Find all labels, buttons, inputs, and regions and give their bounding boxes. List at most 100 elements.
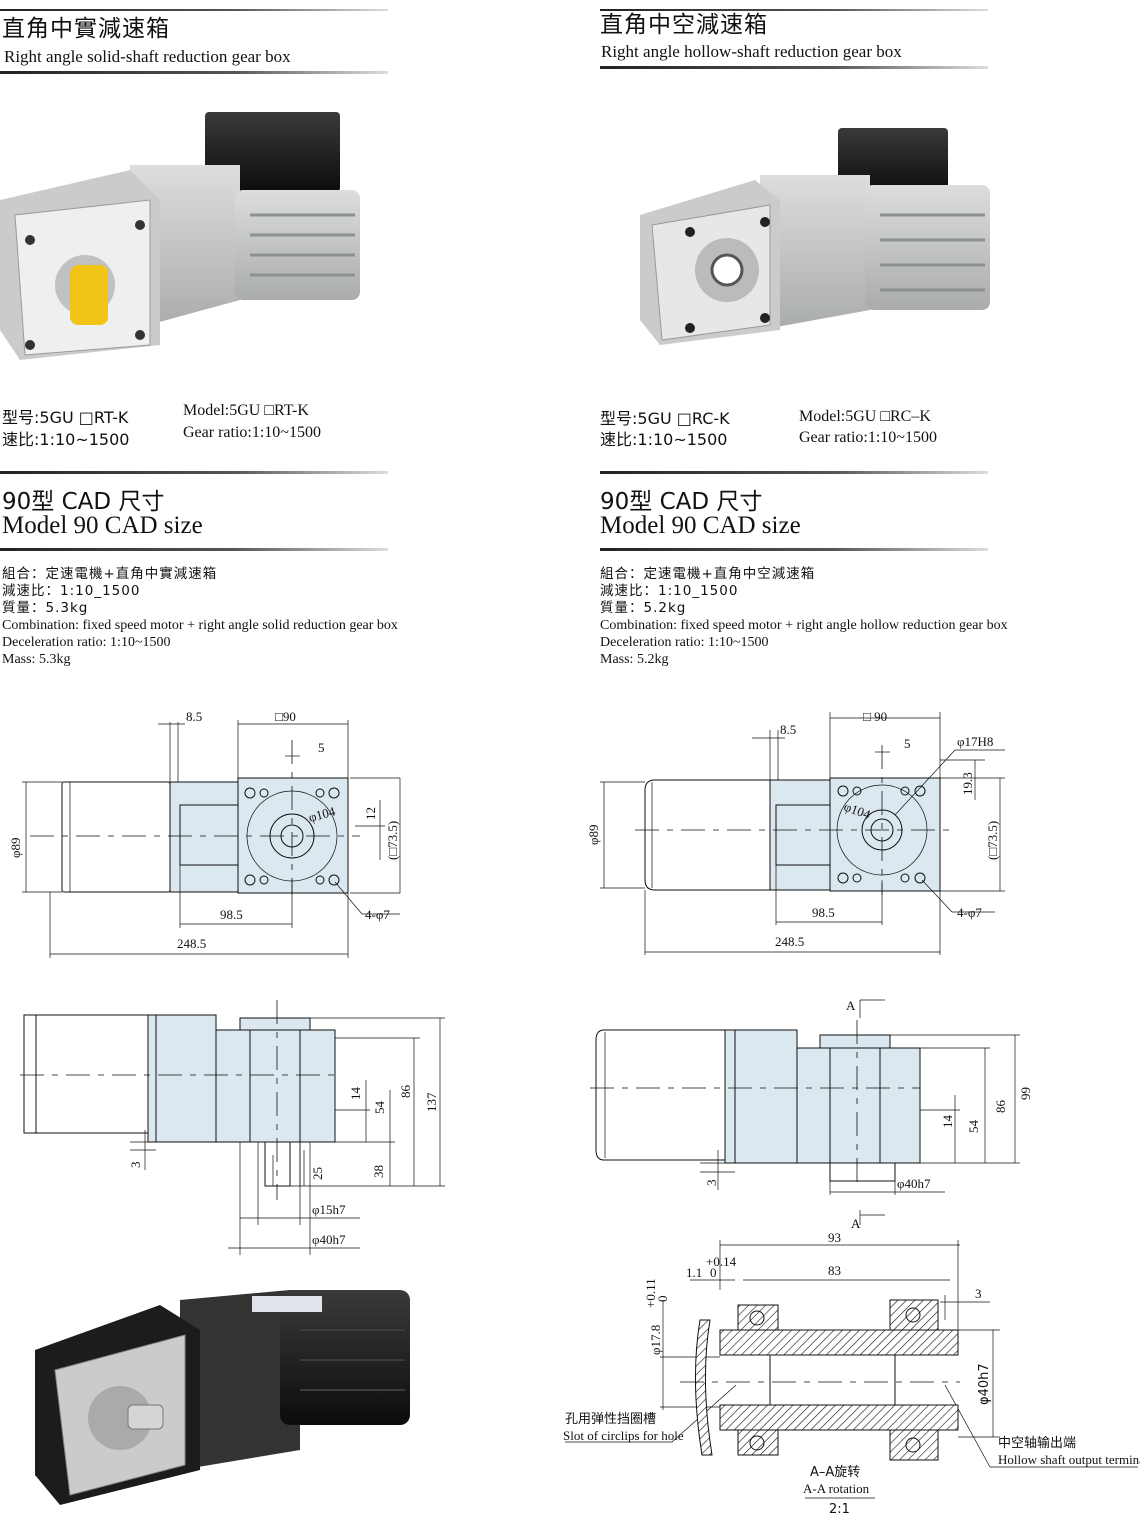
dim-label: 14 bbox=[940, 1115, 955, 1129]
dim-label: 99 bbox=[1018, 1087, 1033, 1100]
left-specs: 組合：定速電機+直角中實減速箱 減速比：1:10_1500 質量：5.3kg C… bbox=[2, 566, 398, 668]
header-rule-bottom-left bbox=[0, 71, 388, 74]
left-ratio-en: Gear ratio:1:10~1500 bbox=[183, 424, 321, 441]
dim-label: 5 bbox=[318, 740, 325, 755]
right-side-view-drawing: A A 14 54 86 99 3 φ40h7 bbox=[590, 998, 1033, 1231]
spec-mass-en: Mass: 5.3kg bbox=[2, 652, 71, 667]
dim-label: φ15h7 bbox=[312, 1202, 346, 1217]
right-model-en: Model:5GU □RC–K bbox=[799, 408, 931, 425]
dim-label: 8.5 bbox=[780, 722, 796, 737]
section-marker-label: A bbox=[851, 1216, 861, 1231]
right-title-en: Right angle hollow-shaft reduction gear … bbox=[601, 42, 902, 61]
dim-label: φ40h7 bbox=[977, 1363, 992, 1405]
header-rule-top-left bbox=[0, 9, 388, 11]
dim-label: 25 bbox=[310, 1167, 325, 1180]
right-specs: 組合：定速電機+直角中空減速箱 減速比：1:10_1500 質量：5.2kg C… bbox=[600, 566, 1008, 668]
spec-mass-cn: 質量：5.3kg bbox=[2, 600, 89, 616]
dim-label: 5 bbox=[904, 736, 911, 751]
right-cad-title-en: Model 90 CAD size bbox=[600, 512, 801, 539]
left-side-view-drawing: 14 54 86 137 3 25 38 φ15h7 φ40h7 bbox=[20, 1000, 445, 1255]
output-label-en: Hollow shaft output terminal bbox=[998, 1452, 1140, 1467]
right-cad-title-cn: 90型 CAD 尺寸 bbox=[600, 489, 763, 515]
dim-label: 137 bbox=[424, 1092, 439, 1112]
spec-ratio-en: Deceleration ratio: 1:10~1500 bbox=[2, 635, 171, 650]
left-front-view-drawing: 8.5 □90 5 φ104 12 (□73.5) φ89 98.5 248.5… bbox=[8, 709, 401, 958]
dim-tolerance: 0 bbox=[710, 1265, 717, 1280]
dim-label: 248.5 bbox=[775, 934, 804, 949]
left-title-en: Right angle solid-shaft reduction gear b… bbox=[4, 47, 291, 66]
dim-label: φ104 bbox=[307, 803, 337, 825]
dim-label: 54 bbox=[966, 1120, 981, 1134]
spec-combination-cn: 組合：定速電機+直角中實減速箱 bbox=[2, 566, 218, 582]
spec-combination-cn: 組合：定速電機+直角中空減速箱 bbox=[600, 566, 816, 582]
section-marker-label: A bbox=[846, 998, 856, 1013]
dim-label: 3 bbox=[704, 1180, 719, 1187]
section-caption-en: A-A rotation bbox=[803, 1481, 870, 1496]
dim-label: 93 bbox=[828, 1230, 841, 1245]
dim-tolerance: +0.11 bbox=[643, 1278, 658, 1308]
dim-label: 4-φ7 bbox=[365, 907, 390, 922]
right-title-cn: 直角中空減速箱 bbox=[600, 12, 768, 38]
spec-ratio-cn: 減速比：1:10_1500 bbox=[2, 583, 141, 599]
spec-mass-cn: 質量：5.2kg bbox=[600, 600, 687, 616]
spec-combination-en: Combination: fixed speed motor + right a… bbox=[2, 618, 398, 633]
dim-label: 38 bbox=[371, 1165, 386, 1178]
dim-label: φ17.8 bbox=[648, 1325, 663, 1355]
dim-label: φ89 bbox=[586, 824, 601, 845]
dim-label: □ 90 bbox=[863, 709, 887, 724]
slot-label-cn: 孔用弹性挡圈槽 bbox=[565, 1412, 656, 1427]
header-rule-bottom-right bbox=[600, 66, 988, 69]
dim-label: 54 bbox=[372, 1101, 387, 1115]
header-rule-top-right bbox=[600, 9, 988, 11]
slot-label-en: Slot of circlips for hole bbox=[563, 1428, 684, 1443]
dim-label: 3 bbox=[128, 1162, 143, 1169]
dim-label: 4-φ7 bbox=[957, 905, 982, 920]
dim-label: 248.5 bbox=[177, 936, 206, 951]
dim-label: 98.5 bbox=[220, 907, 243, 922]
section-scale: 2:1 bbox=[829, 1502, 850, 1515]
product-photo-solid-shaft bbox=[0, 112, 360, 360]
right-ratio-cn: 速比:1:10~1500 bbox=[600, 430, 728, 449]
cad-rule-top-right bbox=[600, 471, 988, 474]
section-caption-cn: A–A旋转 bbox=[810, 1465, 860, 1480]
dim-label: 1.1 bbox=[686, 1265, 702, 1280]
dim-label: □90 bbox=[275, 709, 296, 724]
dim-label: φ40h7 bbox=[897, 1176, 931, 1191]
dim-label: 14 bbox=[348, 1087, 363, 1101]
product-photo-hollow-shaft bbox=[640, 128, 990, 345]
spec-mass-en: Mass: 5.2kg bbox=[600, 652, 669, 667]
right-front-view-drawing: 8.5 □ 90 5 φ17H8 19.3 (□73.5) φ104 φ89 9… bbox=[586, 709, 1005, 955]
right-model-cn: 型号:5GU □RC-K bbox=[600, 409, 730, 428]
left-ratio-cn: 速比:1:10~1500 bbox=[2, 430, 130, 449]
cad-rule-top-left bbox=[0, 471, 388, 474]
cad-rule-bottom-right bbox=[600, 548, 988, 551]
left-model-en: Model:5GU □RT-K bbox=[183, 402, 309, 419]
left-title-cn: 直角中實減速箱 bbox=[2, 16, 170, 42]
dim-label: 19.3 bbox=[960, 772, 975, 795]
dim-label: φ40h7 bbox=[312, 1232, 346, 1247]
spec-ratio-cn: 減速比：1:10_1500 bbox=[600, 583, 739, 599]
dim-label: 83 bbox=[828, 1263, 841, 1278]
output-label-cn: 中空轴输出端 bbox=[998, 1435, 1076, 1451]
cad-rule-bottom-left bbox=[0, 548, 388, 551]
dim-label: (□73.5) bbox=[985, 821, 1000, 860]
dim-label: 86 bbox=[993, 1100, 1008, 1114]
dim-label: 12 bbox=[363, 807, 378, 820]
dim-label: 8.5 bbox=[186, 709, 202, 724]
dim-label: φ17H8 bbox=[957, 734, 993, 749]
section-aa-drawing: 93 83 1.1 +0.14 0 φ17.8 +0.11 0 3 φ40h7 … bbox=[563, 1230, 1140, 1515]
spec-combination-en: Combination: fixed speed motor + right a… bbox=[600, 618, 1008, 633]
spec-ratio-en: Deceleration ratio: 1:10~1500 bbox=[600, 635, 769, 650]
left-cad-title-cn: 90型 CAD 尺寸 bbox=[2, 489, 165, 515]
dim-label: φ89 bbox=[8, 837, 23, 858]
product-photo-black-motor bbox=[35, 1290, 410, 1505]
dim-label: (□73.5) bbox=[385, 821, 400, 860]
dim-tolerance: 0 bbox=[655, 1296, 670, 1303]
yellow-shaft-cap-icon bbox=[70, 265, 108, 325]
right-ratio-en: Gear ratio:1:10~1500 bbox=[799, 429, 937, 446]
dim-label: 3 bbox=[975, 1286, 982, 1301]
dim-tolerance: +0.14 bbox=[706, 1254, 737, 1269]
dim-label: 98.5 bbox=[812, 905, 835, 920]
left-model-cn: 型号:5GU □RT-K bbox=[2, 408, 129, 427]
